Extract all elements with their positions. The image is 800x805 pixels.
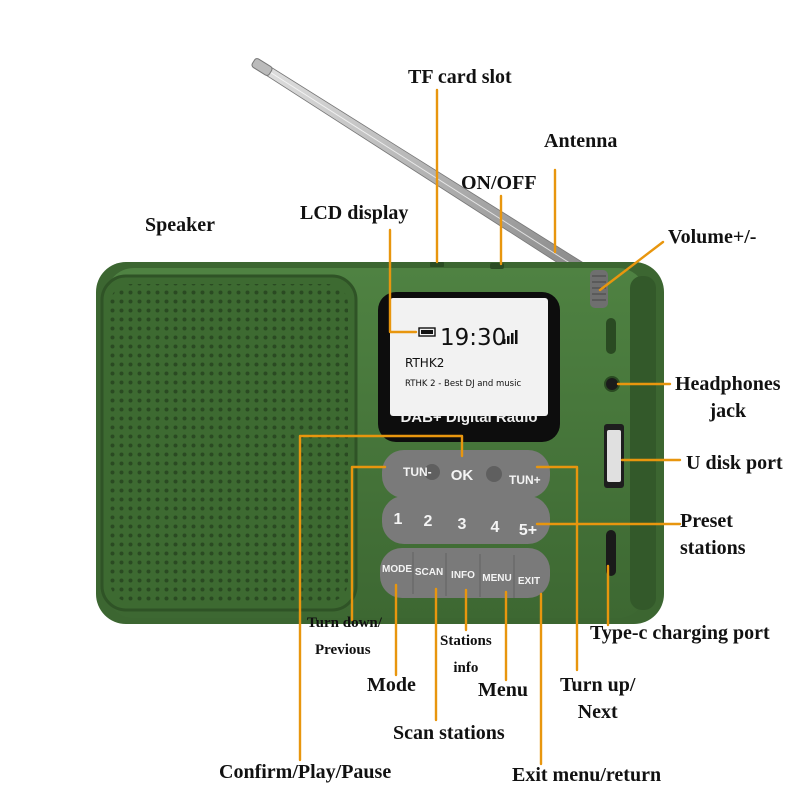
leader-lcd	[388, 228, 418, 334]
label-volume: Volume+/-	[668, 226, 757, 248]
type-c-port[interactable]	[606, 530, 616, 576]
scan-button[interactable]: SCAN	[415, 567, 443, 578]
brand-label: DAB+ Digital Radio	[400, 409, 537, 426]
label-menu: Menu	[478, 679, 528, 701]
leader-turn-up	[535, 465, 579, 672]
lcd-display: 19:30 RTHK2 RTHK 2 - Best DJ and music D…	[378, 292, 560, 442]
speaker-grille	[100, 274, 358, 612]
preset-2-button[interactable]: 2	[424, 513, 433, 530]
preset-5plus-button[interactable]: 5+	[519, 522, 537, 539]
label-type-c: Type-c charging port	[590, 622, 770, 644]
label-turn-up: Turn up/ Next	[560, 674, 636, 723]
label-u-disk-port: U disk port	[686, 452, 783, 474]
label-confirm: Confirm/Play/Pause	[219, 761, 392, 783]
tun-plus-button[interactable]: TUN+	[509, 473, 541, 487]
exit-button[interactable]: EXIT	[518, 576, 540, 587]
volume-slot	[606, 318, 616, 354]
mode-button[interactable]: MODE	[382, 564, 412, 575]
menu-button[interactable]: MENU	[482, 573, 511, 584]
lcd-station: RTHK2	[405, 356, 444, 370]
label-speaker: Speaker	[145, 214, 215, 236]
tun-minus-button[interactable]: TUN-	[403, 465, 432, 479]
label-headphones: Headphones jack	[675, 373, 781, 422]
label-tf-card-slot: TF card slot	[408, 66, 512, 88]
preset-1-button[interactable]: 1	[394, 511, 403, 528]
label-preset-stations: Preset stations	[680, 510, 746, 559]
tf-card-slot[interactable]	[430, 262, 444, 267]
label-mode: Mode	[367, 674, 416, 696]
label-stations-info: Stations info	[440, 633, 492, 676]
ok-button[interactable]: OK	[451, 467, 474, 484]
label-on-off: ON/OFF	[461, 172, 537, 194]
leader-confirm	[298, 434, 464, 762]
label-lcd-display: LCD display	[300, 202, 409, 224]
signal-icon	[503, 330, 518, 344]
preset-4-button[interactable]: 4	[491, 519, 500, 536]
lcd-ticker: RTHK 2 - Best DJ and music	[405, 379, 521, 389]
battery-icon	[418, 327, 436, 337]
preset-3-button[interactable]: 3	[458, 516, 467, 533]
label-antenna: Antenna	[544, 130, 618, 152]
label-turn-down: Turn down/ Previous	[307, 615, 382, 658]
function-buttons[interactable]: MODE SCAN INFO MENU EXIT	[380, 548, 550, 598]
info-button[interactable]: INFO	[451, 570, 475, 581]
preset-buttons[interactable]: 1 2 3 4 5+	[382, 496, 550, 544]
leader-volume	[598, 240, 665, 292]
label-scan-stations: Scan stations	[393, 722, 505, 744]
volume-wheel[interactable]	[590, 270, 608, 308]
leader-turn-down	[350, 465, 387, 622]
lcd-time: 19:30	[440, 325, 506, 351]
tun-ok-rocker[interactable]: TUN- OK TUN+	[382, 450, 550, 498]
label-exit: Exit menu/return	[512, 764, 662, 786]
leader-lines	[298, 88, 682, 766]
